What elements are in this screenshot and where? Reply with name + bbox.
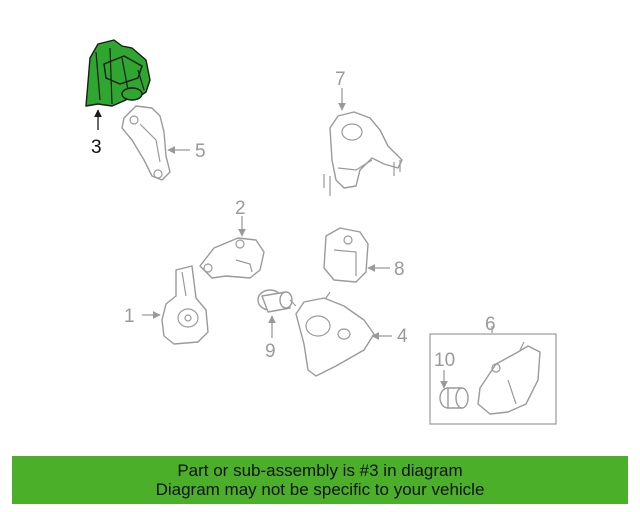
part-9-bushing[interactable] <box>257 289 293 313</box>
info-banner-background <box>12 456 628 504</box>
part-3-engine-mount[interactable] <box>85 39 151 107</box>
part-1-lower-mount[interactable] <box>161 265 209 345</box>
callout-9: 9 <box>265 341 276 362</box>
part-7-upper-mount[interactable] <box>323 111 403 196</box>
parts-diagram: 3 5 7 2 8 1 <box>85 39 557 425</box>
part-4-mount[interactable] <box>289 291 375 377</box>
callout-10: 10 <box>434 350 455 371</box>
banner-line-2: Diagram may not be specific to your vehi… <box>155 480 485 499</box>
callout-3: 3 <box>91 137 102 158</box>
banner-line-1: Part or sub-assembly is #3 in diagram <box>177 461 463 480</box>
callout-4: 4 <box>397 326 408 347</box>
info-banner: Part or sub-assembly is #3 in diagram Di… <box>12 456 628 504</box>
callout-1: 1 <box>124 306 135 327</box>
callout-5: 5 <box>195 141 206 162</box>
callout-6: 6 <box>485 314 496 335</box>
callout-8: 8 <box>394 259 405 280</box>
part-10-bushing[interactable] <box>439 387 469 409</box>
callout-7: 7 <box>335 69 346 90</box>
part-8-bracket[interactable] <box>323 227 369 283</box>
part-5-bracket[interactable] <box>121 105 171 181</box>
callout-2: 2 <box>235 198 246 219</box>
part-2-bracket[interactable] <box>199 237 265 279</box>
part-6-bracket[interactable] <box>477 341 541 415</box>
part-6-group-box[interactable] <box>429 333 557 425</box>
